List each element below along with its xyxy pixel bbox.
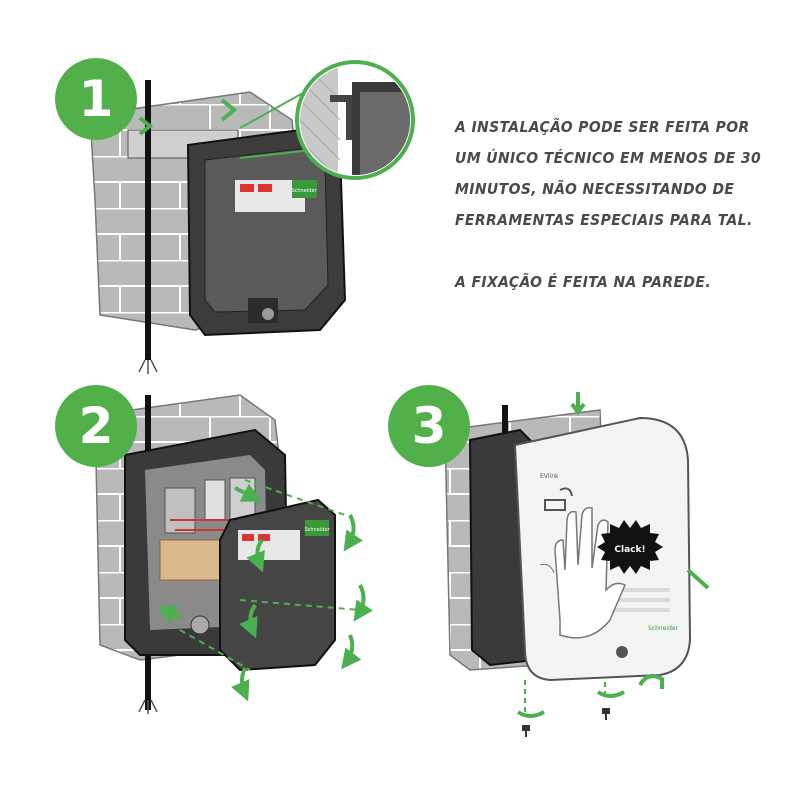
- step-3-badge: 3: [388, 385, 470, 467]
- step1-brand-plate: [292, 180, 317, 198]
- step-1-number: 1: [78, 70, 114, 128]
- step3-connector-icon: [544, 487, 573, 511]
- caption-line-3: MINUTOS, NÃO NECESSITANDO DE: [455, 180, 735, 198]
- step3-brand-text: Schneider: [648, 625, 679, 632]
- step3-clack-burst: [597, 520, 663, 574]
- step1-brand-text: Schneider: [291, 188, 317, 194]
- step3-screw-right: [602, 708, 610, 720]
- caption-line-4: FERRAMENTAS ESPECIAIS PARA TAL.: [455, 211, 753, 229]
- step2-illustration: [94, 394, 373, 714]
- step3-guide-lines: [524, 680, 606, 715]
- caption-line-2: UM ÚNICO TÉCNICO EM MENOS DE 30: [455, 149, 762, 167]
- step-1-badge: 1: [55, 58, 137, 140]
- caption-line-1: A INSTALAÇÃO PODE SER FEITA POR: [455, 118, 750, 136]
- step3-screw-left: [522, 725, 530, 737]
- step-3-number: 3: [411, 397, 447, 455]
- installation-caption: A INSTALAÇÃO PODE SER FEITA POR UM ÚNICO…: [455, 112, 775, 298]
- step1-arrow-left: [138, 116, 154, 136]
- step3-model-label: EVlink: [540, 473, 559, 480]
- step2-brand-text: Schneider: [304, 527, 330, 533]
- step1-arrow-right: [220, 98, 238, 122]
- step-2-badge: 2: [55, 385, 137, 467]
- step2-rotation-arrows: [156, 483, 373, 702]
- step2-guide-lines: [179, 479, 361, 671]
- step3-hand: [554, 506, 626, 639]
- step3-arrows: [516, 392, 710, 718]
- step-2-number: 2: [78, 397, 114, 455]
- caption-line-5: A FIXAÇÃO É FEITA NA PAREDE.: [455, 273, 712, 291]
- step3-illustration: [444, 392, 710, 737]
- step1-illustration: [89, 60, 415, 374]
- step3-clack-label: Clack!: [614, 545, 645, 555]
- step3-lock: [616, 646, 628, 658]
